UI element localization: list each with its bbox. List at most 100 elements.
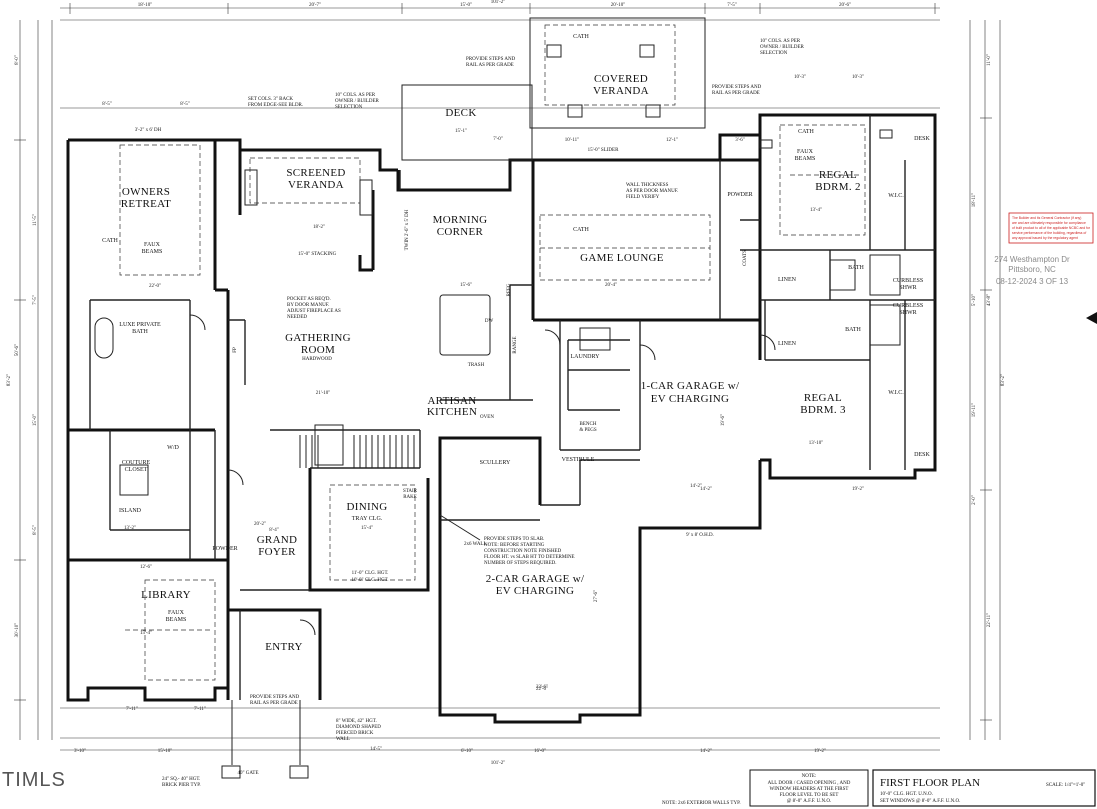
dim-top2-6: 3'-6" bbox=[735, 138, 745, 143]
note-2x6-wall: 2x6 WALL bbox=[464, 542, 487, 547]
note-steps-right-2: RAIL AS PER GRADE bbox=[712, 91, 760, 96]
dim-inner-14: 14'-2" bbox=[690, 484, 702, 489]
label-double-hung: 3'-2" x 6' DH bbox=[135, 128, 162, 133]
note-stacking: 15'-0" STACKING bbox=[298, 252, 337, 257]
note-cols-owner-2: OWNER / BUILDER bbox=[760, 45, 805, 50]
room-gathering-room-line2: ROOM bbox=[301, 344, 335, 356]
label-faux-beams-2b: BEAMS bbox=[795, 156, 816, 162]
note-block-line-3: FLOOR LEVEL TO BE SET bbox=[780, 793, 839, 798]
dim-inner-2: 20'-4" bbox=[605, 283, 617, 288]
dim-inner-9: 21'-10" bbox=[316, 391, 331, 396]
dim-right-7: 2'-0" bbox=[972, 495, 977, 505]
label-wic-1: W.I.C. bbox=[888, 193, 904, 199]
label-powder-2: POWDER bbox=[727, 192, 752, 198]
note-block-heading: NOTE: bbox=[802, 774, 817, 779]
room-2car-garage-line2: EV CHARGING bbox=[496, 585, 575, 597]
note-cols-owner-left-3: SELECTION bbox=[335, 105, 363, 110]
note-set-cols-2: FROM EDGE-SEE BLDR. bbox=[248, 103, 303, 108]
dim-inner-12: 27'-6" bbox=[594, 590, 599, 602]
dimension-lines bbox=[14, 3, 1001, 751]
dim-top2-7: 10'-3" bbox=[794, 75, 806, 80]
dim-inner-4: 13'-10" bbox=[809, 441, 824, 446]
label-twin-dh: TWIN 2'-6" x 5' DH bbox=[405, 209, 410, 250]
dim-top2-2: 15'-1" bbox=[455, 129, 467, 134]
label-couture-closet-2: CLOSET bbox=[125, 467, 148, 473]
dim-left-1: 11'-5" bbox=[33, 214, 38, 226]
label-desk-2: DESK bbox=[914, 452, 930, 458]
room-morning-corner-line2: CORNER bbox=[437, 226, 484, 238]
note-pocket-4: NEEDED bbox=[287, 315, 307, 320]
disclaimer-line-1: The Builder and its General Contractor (… bbox=[1012, 216, 1081, 220]
dim-left-0: 8'-0" bbox=[15, 55, 20, 65]
deck-outlines bbox=[94, 17, 901, 779]
title-block-line-2: SET WINDOWS @ 8'-0" A.F.F. U.N.O. bbox=[880, 799, 960, 804]
label-linen-2: LINEN bbox=[778, 341, 797, 347]
label-bath-1: BATH bbox=[848, 265, 864, 271]
label-trash: TRASH bbox=[468, 363, 485, 368]
note-steps-front-2: RAIL AS PER GRADE bbox=[250, 701, 298, 706]
label-wic-2: W.I.C. bbox=[888, 390, 904, 396]
dim-bot-3: 22'-6" bbox=[536, 687, 548, 692]
label-tray-clg: TRAY CLG. bbox=[352, 516, 383, 522]
label-ohd: 9' x 8' O.H.D. bbox=[686, 533, 714, 538]
room-labels: OWNERS RETREAT SCREENED VERANDA DECK COV… bbox=[121, 73, 861, 653]
label-refg: REFG bbox=[507, 283, 512, 296]
dim-inner-8: 22'-6" bbox=[536, 685, 548, 690]
room-owners-retreat-line2: RETREAT bbox=[121, 198, 171, 210]
room-dining: DINING bbox=[347, 501, 388, 513]
dim-bot2-1: 15'-10" bbox=[158, 749, 173, 754]
note-brick-pier-2: BRICK PIER TYP. bbox=[162, 783, 201, 788]
dim-bot-5: 19'-2" bbox=[814, 749, 826, 754]
note-block: NOTE: ALL DOOR / CASED OPENING , AND WIN… bbox=[749, 769, 869, 807]
room-regal-bdrm2: REGAL bbox=[819, 169, 857, 181]
label-wd: W/D bbox=[167, 445, 179, 451]
label-curbless-2: CURBLESS bbox=[893, 303, 923, 309]
dim-top-2: 15'-0" bbox=[460, 3, 472, 8]
label-coats: COATS bbox=[743, 250, 748, 266]
dim-inner-1: 18'-2" bbox=[313, 225, 325, 230]
dim-bot2-6: 19'-2" bbox=[852, 487, 864, 492]
dim-top2-0: 8'-5" bbox=[102, 102, 112, 107]
dim-inner-16: 8'-4" bbox=[269, 528, 279, 533]
room-grand-foyer-line2: FOYER bbox=[258, 546, 296, 558]
dim-inner-11: 12'-6" bbox=[140, 565, 152, 570]
walls bbox=[66, 113, 937, 724]
dim-right-1: 18'-11" bbox=[972, 193, 977, 207]
dim-top-6: 20'-6" bbox=[839, 3, 851, 8]
note-pocket-3: ADJUST FIREPLACE AS bbox=[287, 309, 341, 314]
label-cath-1: CATH bbox=[102, 238, 118, 244]
title-block-line-1: 10'-0" CLG. HGT. U.N.O. bbox=[880, 792, 933, 797]
dimension-labels: 18'-10" 20'-7" 15'-0" 101'-2" 20'-10" 7'… bbox=[7, 0, 1006, 766]
dim-bot2-3: 16'-0" bbox=[534, 749, 546, 754]
dim-top-3: 101'-2" bbox=[491, 0, 506, 5]
dim-inner-7: 15'-4" bbox=[140, 631, 152, 636]
room-screened-veranda: SCREENED bbox=[286, 167, 345, 179]
note-wall-thickness: WALL THICKNESS bbox=[626, 183, 669, 188]
note-exterior-walls: NOTE: 2x6 EXTERIOR WALLS TYP. bbox=[662, 801, 741, 806]
note-pocket: POCKET AS REQ'D. bbox=[287, 297, 331, 302]
note-brick-wall: 8" WIDE, 42" HGT. bbox=[336, 719, 377, 724]
disclaimer-line-5: any approval issued by the regulatory ag… bbox=[1012, 236, 1078, 240]
label-bench-pegs: BENCH bbox=[580, 422, 597, 427]
note-set-cols: SET COLS. 3" BACK bbox=[248, 97, 293, 102]
note-brick-pier: 24" SQ.- 40" HGT. bbox=[162, 777, 200, 782]
dim-left-6: 8'-5" bbox=[33, 525, 38, 535]
label-fp: FP bbox=[233, 347, 238, 353]
note-wall-thickness-2: AS PER DOOR MANUF. bbox=[626, 189, 678, 194]
room-owners-retreat: OWNERS bbox=[122, 186, 170, 198]
dim-top2-4: 10'-11" bbox=[565, 138, 579, 143]
label-island: ISLAND bbox=[119, 508, 142, 514]
label-clg-hgt-2: 10'-0" CLG. HGT. bbox=[351, 578, 388, 583]
disclaimer-line-4: service performance of the building, reg… bbox=[1012, 231, 1086, 235]
label-laundry: LAUNDRY bbox=[570, 354, 600, 360]
disclaimer-line-3: of built product to all of the applicabl… bbox=[1012, 226, 1091, 230]
room-2car-garage: 2-CAR GARAGE w/ bbox=[486, 573, 585, 585]
note-steps-slab-4: FLOOR HT. vs SLAB HT TO DETERMINE bbox=[484, 555, 575, 560]
label-faux-beams-1: FAUX bbox=[144, 242, 161, 248]
note-block-line-1: ALL DOOR / CASED OPENING , AND bbox=[768, 781, 851, 786]
label-powder-1: POWDER bbox=[212, 546, 237, 552]
label-scullery: SCULLERY bbox=[480, 460, 511, 466]
dim-top-5: 7'-5" bbox=[727, 3, 737, 8]
dim-inner-5: 15'-4" bbox=[361, 526, 373, 531]
